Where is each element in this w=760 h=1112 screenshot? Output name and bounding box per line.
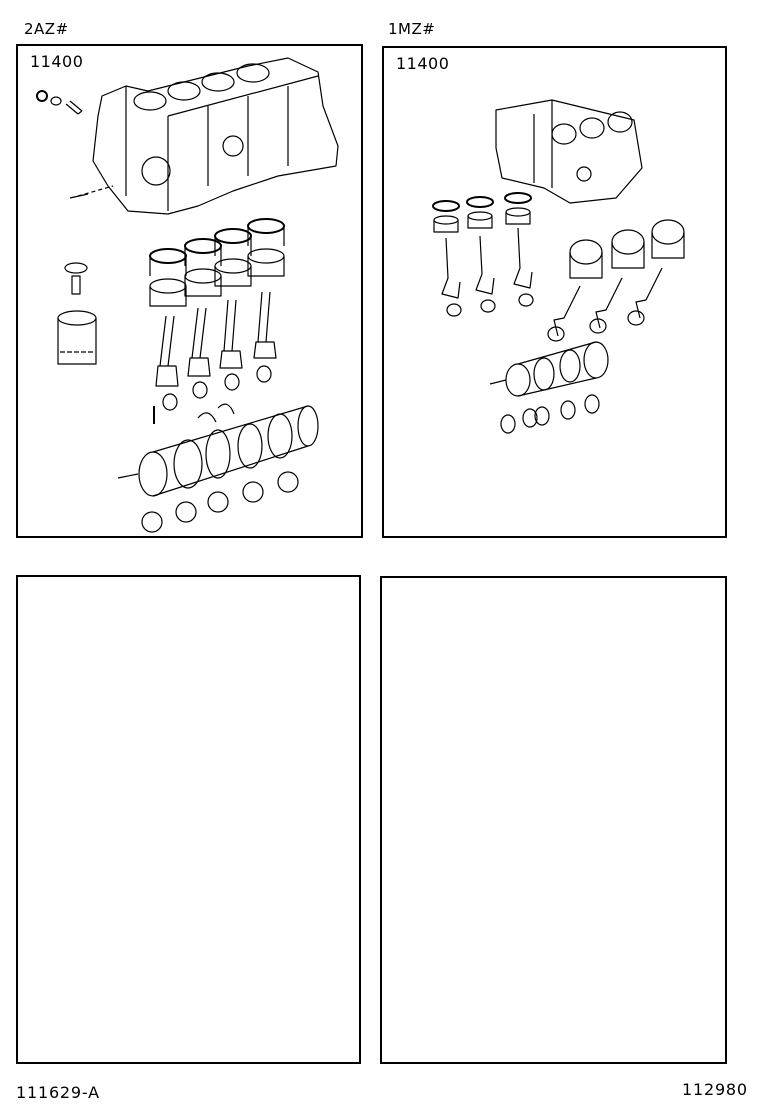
engine-code-label: 1MZ# (388, 20, 436, 38)
piston-set-icon (149, 218, 285, 307)
short-block-v6-illustration (432, 99, 685, 434)
short-block-4cyl-illustration (36, 57, 339, 533)
crankshaft-icon (117, 405, 319, 497)
cylinder-block-icon (495, 99, 643, 204)
part-number: 11400 (30, 52, 84, 71)
bolt-icon (36, 90, 83, 115)
connecting-rods-icon (441, 227, 534, 317)
engine-code-label: 2AZ# (24, 20, 69, 38)
crankshaft-icon (489, 341, 609, 397)
connecting-rods-icon (155, 291, 277, 411)
part-number: 11400 (396, 54, 450, 73)
main-bearings-icon (141, 471, 299, 533)
illustration-ref-right: 112980 (682, 1080, 748, 1099)
cylinder-block-icon (69, 57, 339, 215)
panel-2az-short-block: 11400 (16, 44, 363, 538)
illustration-ref-left: 111629-A (16, 1083, 100, 1102)
panel-1mz-short-block: 11400 (382, 46, 727, 538)
main-bearings-icon (500, 394, 600, 434)
piston-set-icon (432, 192, 532, 233)
piston-set-icon (569, 219, 685, 279)
oil-filter-icon (57, 262, 97, 365)
panel-empty-bottom-left (16, 575, 361, 1064)
panel-empty-bottom-right (380, 576, 727, 1064)
connecting-rods-icon (547, 267, 663, 342)
